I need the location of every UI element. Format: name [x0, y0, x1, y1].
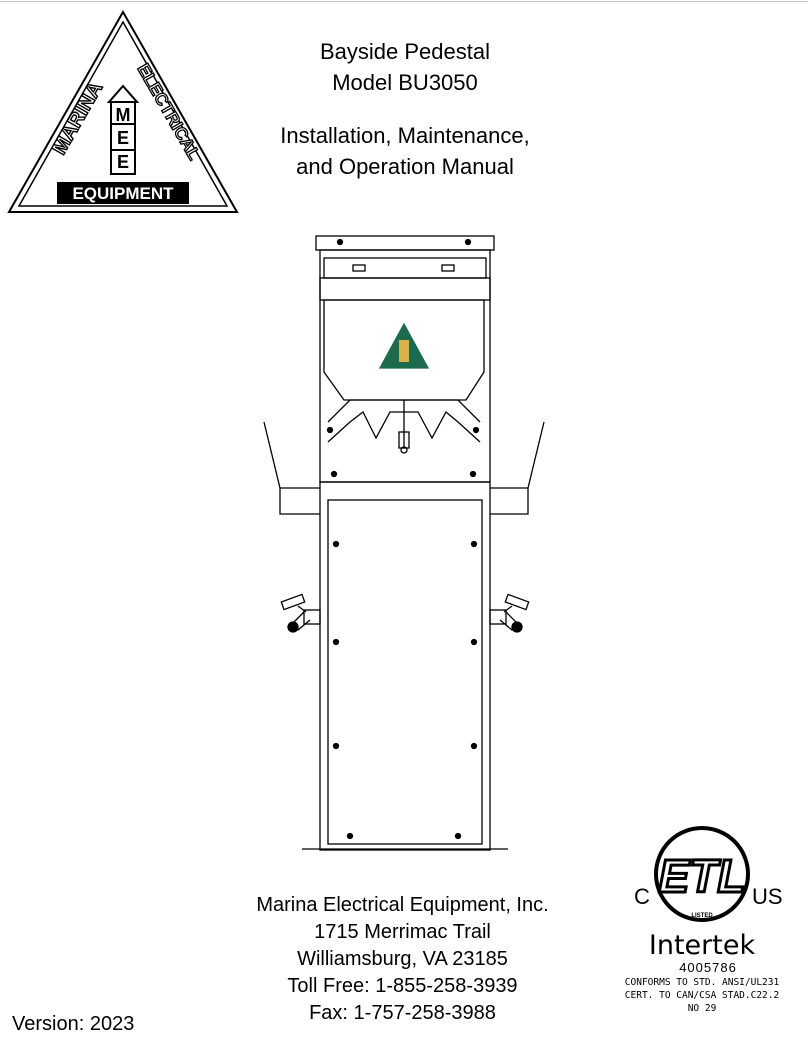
street-address: 1715 Merrimac Trail: [314, 921, 491, 943]
cert-line-2: CERT. TO CAN/CSA STAD.C22.2: [624, 990, 780, 1001]
manual-title-line2: and Operation Manual: [296, 154, 514, 179]
svg-text:M: M: [116, 105, 131, 125]
version-label: Version: 2023: [12, 1013, 135, 1035]
model-number: Model BU3050: [332, 70, 478, 95]
svg-text:E: E: [117, 128, 129, 148]
product-title: Bayside Pedestal Model BU3050: [250, 36, 560, 98]
etl-c-label: C: [634, 884, 650, 909]
logo-monogram: M E E: [106, 84, 140, 175]
cert-line-1: CONFORMS TO STD. ANSI/UL231: [624, 977, 780, 988]
fax-number: Fax: 1-757-258-3988: [309, 1002, 496, 1024]
mee-logo: EQUIPMENT MARINA ELECTRICAL M E E: [7, 9, 239, 213]
toll-free-phone: Toll Free: 1-855-258-3939: [287, 975, 518, 997]
city-state-zip: Williamsburg, VA 23185: [297, 948, 508, 970]
logo-bottom-text: EQUIPMENT: [72, 184, 174, 203]
left-water-valve: [280, 593, 321, 633]
etl-listed-mark: ETL C US LISTED Intertek: [634, 826, 783, 961]
manual-title: Installation, Maintenance, and Operation…: [250, 120, 560, 182]
svg-text:E: E: [117, 152, 129, 172]
cert-line-3: NO 29: [687, 1003, 717, 1014]
intertek-brand: Intertek: [649, 930, 756, 961]
product-name: Bayside Pedestal: [320, 39, 490, 64]
manual-title-line1: Installation, Maintenance,: [280, 123, 530, 148]
pedestal-drawing: [263, 235, 545, 851]
etl-letters: ETL: [659, 850, 746, 902]
top-rule: [0, 1, 808, 2]
etl-us-label: US: [752, 884, 783, 909]
etl-listed-label: LISTED: [691, 913, 713, 919]
company-name: Marina Electrical Equipment, Inc.: [256, 894, 549, 916]
certification-number: 4005786: [679, 960, 737, 975]
right-water-valve: [489, 593, 530, 633]
certification-text: CONFORMS TO STD. ANSI/UL231 CERT. TO CAN…: [592, 976, 808, 1015]
company-address: Marina Electrical Equipment, Inc. 1715 M…: [230, 892, 575, 1027]
